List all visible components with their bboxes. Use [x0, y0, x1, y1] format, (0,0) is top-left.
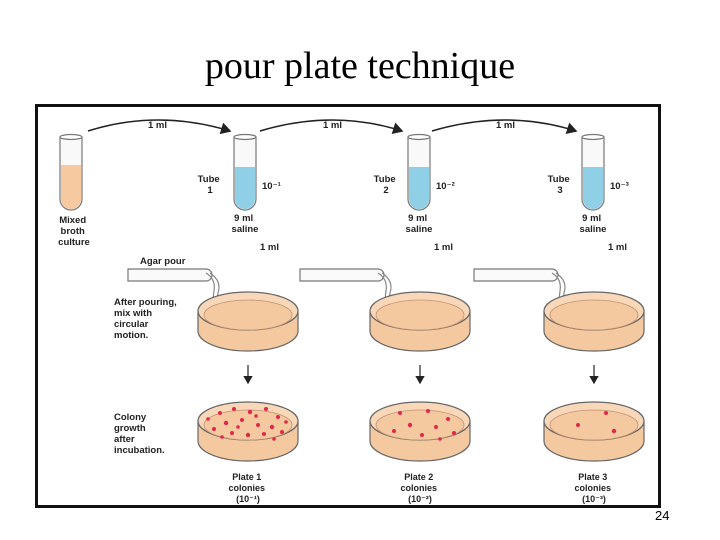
plate-poured-2 — [369, 291, 471, 352]
step-mix-label: After pouring, mix with circular motion. — [114, 297, 179, 341]
tube-1-contents: 9 ml saline — [232, 213, 259, 235]
transfer-arrow-2 — [259, 119, 404, 134]
plate-incubated-1 — [197, 401, 299, 462]
tube-3-dilution: 10⁻³ — [610, 181, 629, 192]
step-growth-label: Colony growth after incubation. — [114, 412, 165, 456]
stock-label: Mixed broth culture — [58, 215, 90, 248]
slide-number: 24 — [655, 508, 670, 523]
transfer-label-3: 1 ml — [496, 120, 515, 131]
plate-poured-1 — [197, 291, 299, 352]
plate-3-label: Plate 3 colonies (10⁻³) — [574, 472, 613, 504]
transfer-label-2: 1 ml — [323, 120, 342, 131]
slide-title: pour plate technique — [204, 45, 516, 87]
transfer-arrow-1 — [87, 119, 232, 135]
plate-2-label: Plate 2 colonies (10⁻²) — [400, 472, 439, 504]
tube-2-contents: 9 ml saline — [406, 213, 433, 235]
tube-2 — [407, 133, 431, 211]
transfer-arrow-3 — [431, 119, 578, 135]
transfer-down-label-2: 1 ml — [434, 242, 453, 253]
transfer-down-label-1: 1 ml — [260, 242, 279, 253]
tube-3-contents: 9 ml saline — [580, 213, 607, 235]
plate-incubated-3 — [543, 401, 645, 462]
tube-2-dilution: 10⁻² — [436, 181, 455, 192]
tube-1-name: Tube 1 — [198, 174, 223, 196]
transfer-label-1: 1 ml — [148, 120, 167, 131]
tube-1 — [233, 133, 257, 211]
diagram-frame: 1 ml 1 ml 1 ml Mixed broth culture Tube … — [35, 104, 661, 508]
agar-pour-label: Agar pour — [140, 256, 186, 267]
pour-tube-3 — [473, 268, 566, 308]
pour-plate-diagram: 1 ml 1 ml 1 ml Mixed broth culture Tube … — [58, 119, 645, 504]
plate-poured-3 — [543, 291, 645, 352]
plate-incubated-2 — [369, 401, 471, 462]
tube-3-name: Tube 3 — [548, 174, 573, 196]
tube-1-dilution: 10⁻¹ — [262, 181, 281, 192]
stock-tube — [59, 133, 83, 211]
pour-tube-1 — [127, 268, 220, 308]
transfer-down-label-3: 1 ml — [608, 242, 627, 253]
plate-1-label: Plate 1 colonies (10⁻¹) — [228, 472, 267, 504]
tube-2-name: Tube 2 — [374, 174, 399, 196]
tube-3 — [581, 133, 605, 211]
pour-tube-2 — [299, 268, 392, 308]
